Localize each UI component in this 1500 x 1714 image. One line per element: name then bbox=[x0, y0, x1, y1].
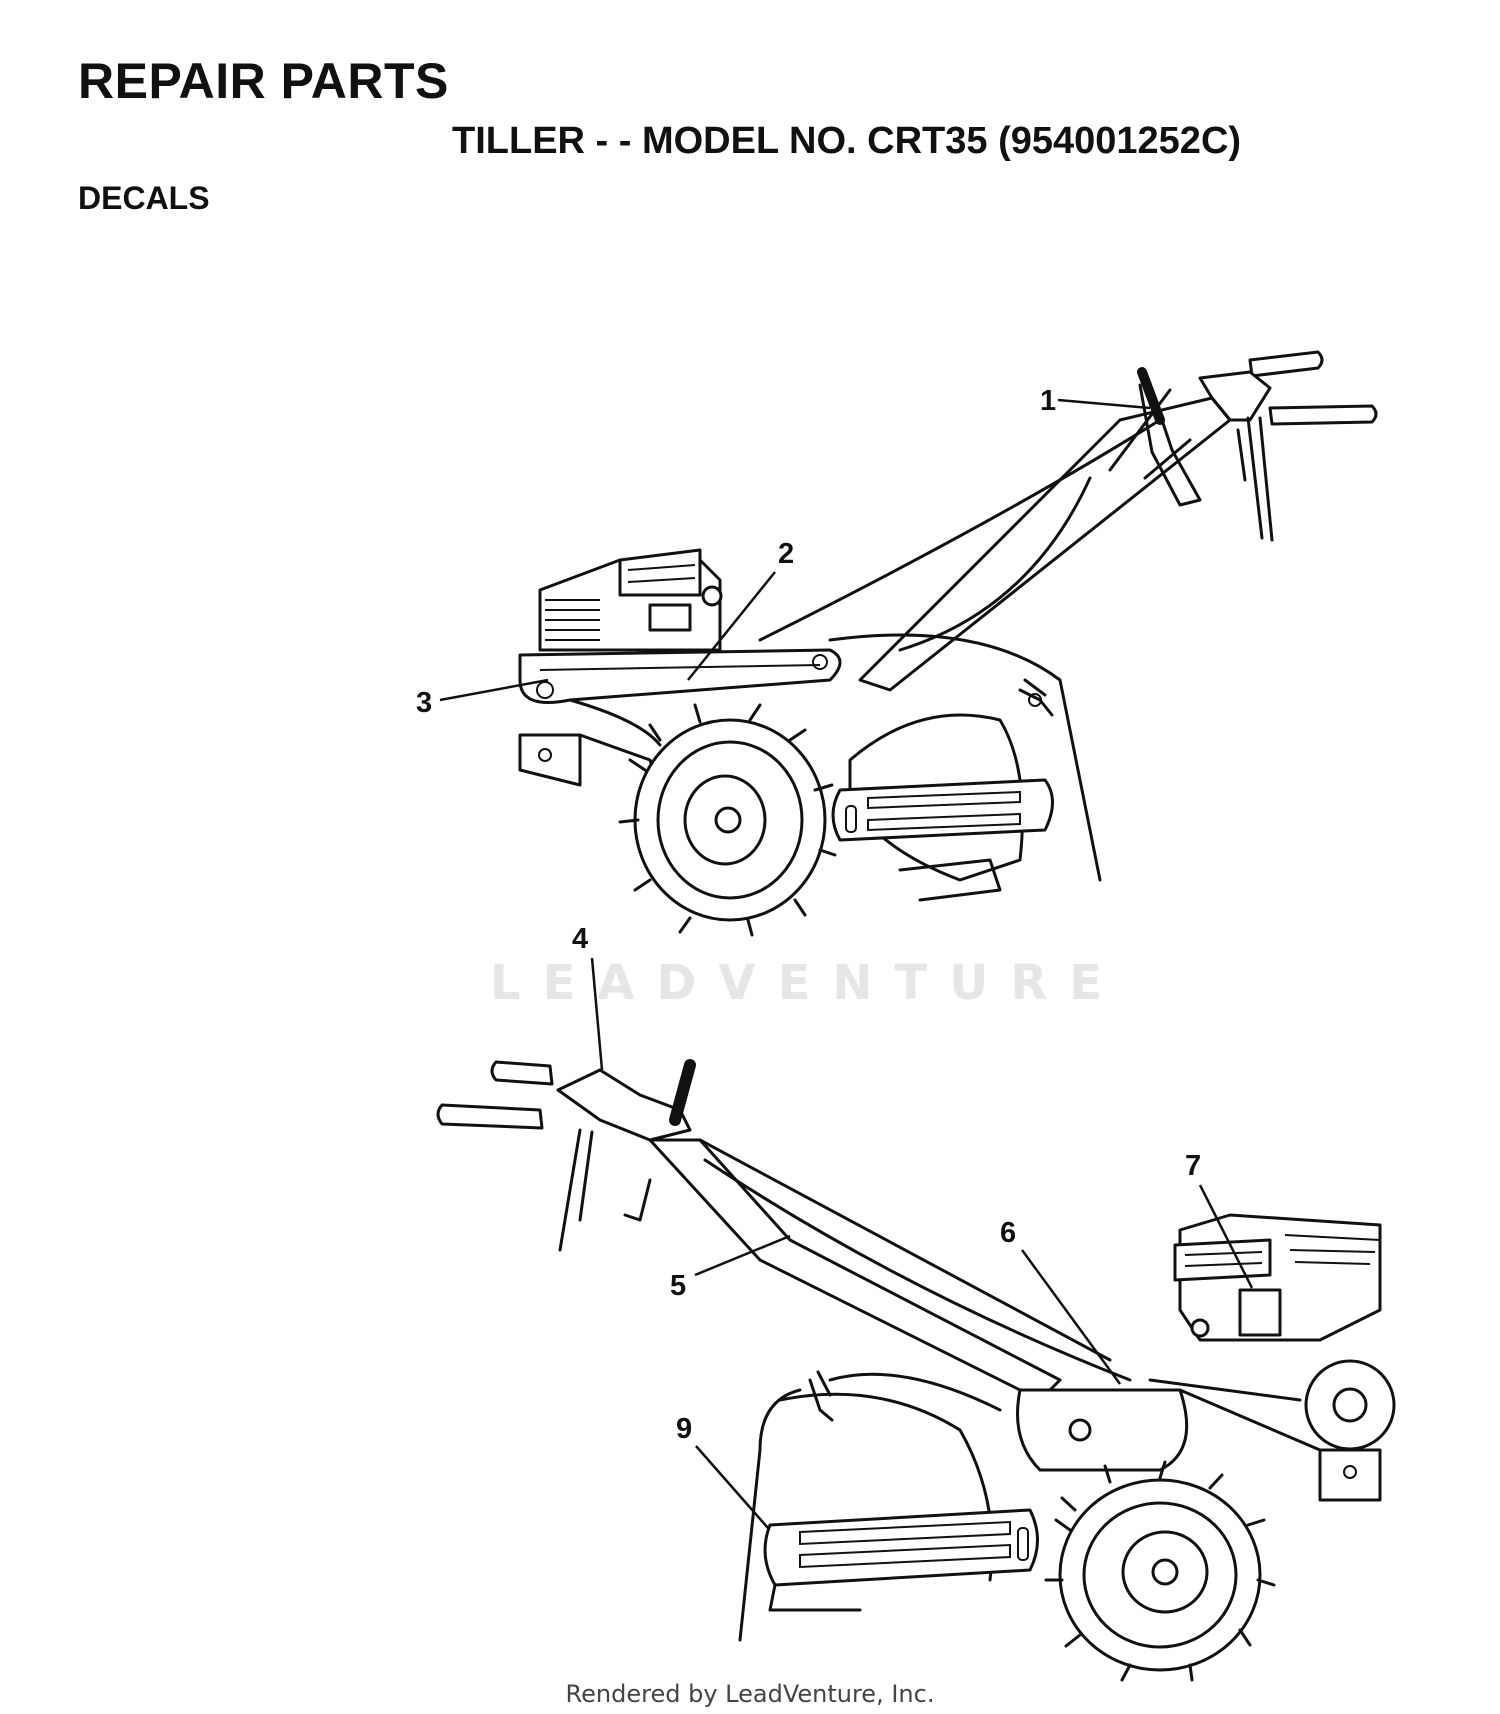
svg-text:4: 4 bbox=[572, 923, 588, 955]
svg-text:1: 1 bbox=[1040, 385, 1056, 417]
svg-text:6: 6 bbox=[1000, 1217, 1016, 1249]
svg-text:5: 5 bbox=[670, 1270, 686, 1302]
model-subtitle: TILLER - - MODEL NO. CRT35 (954001252C) bbox=[452, 120, 1242, 162]
callout-9: 9 bbox=[676, 1413, 769, 1529]
page-title: REPAIR PARTS bbox=[78, 53, 449, 109]
callout-3: 3 bbox=[416, 678, 549, 719]
tiller-top-view bbox=[518, 350, 1378, 937]
callout-5: 5 bbox=[670, 1234, 791, 1302]
tiller-bottom-view bbox=[436, 1059, 1396, 1682]
footer-credit: Rendered by LeadVenture, Inc. bbox=[565, 1680, 935, 1708]
callout-2: 2 bbox=[687, 538, 794, 681]
svg-text:7: 7 bbox=[1185, 1150, 1201, 1182]
svg-text:2: 2 bbox=[778, 538, 794, 570]
callout-7: 7 bbox=[1185, 1150, 1254, 1289]
svg-text:3: 3 bbox=[416, 687, 432, 719]
section-heading: DECALS bbox=[78, 180, 210, 216]
svg-text:9: 9 bbox=[676, 1413, 692, 1445]
callout-6: 6 bbox=[1000, 1217, 1122, 1385]
callout-4: 4 bbox=[572, 923, 604, 1071]
callout-1: 1 bbox=[1040, 385, 1151, 417]
